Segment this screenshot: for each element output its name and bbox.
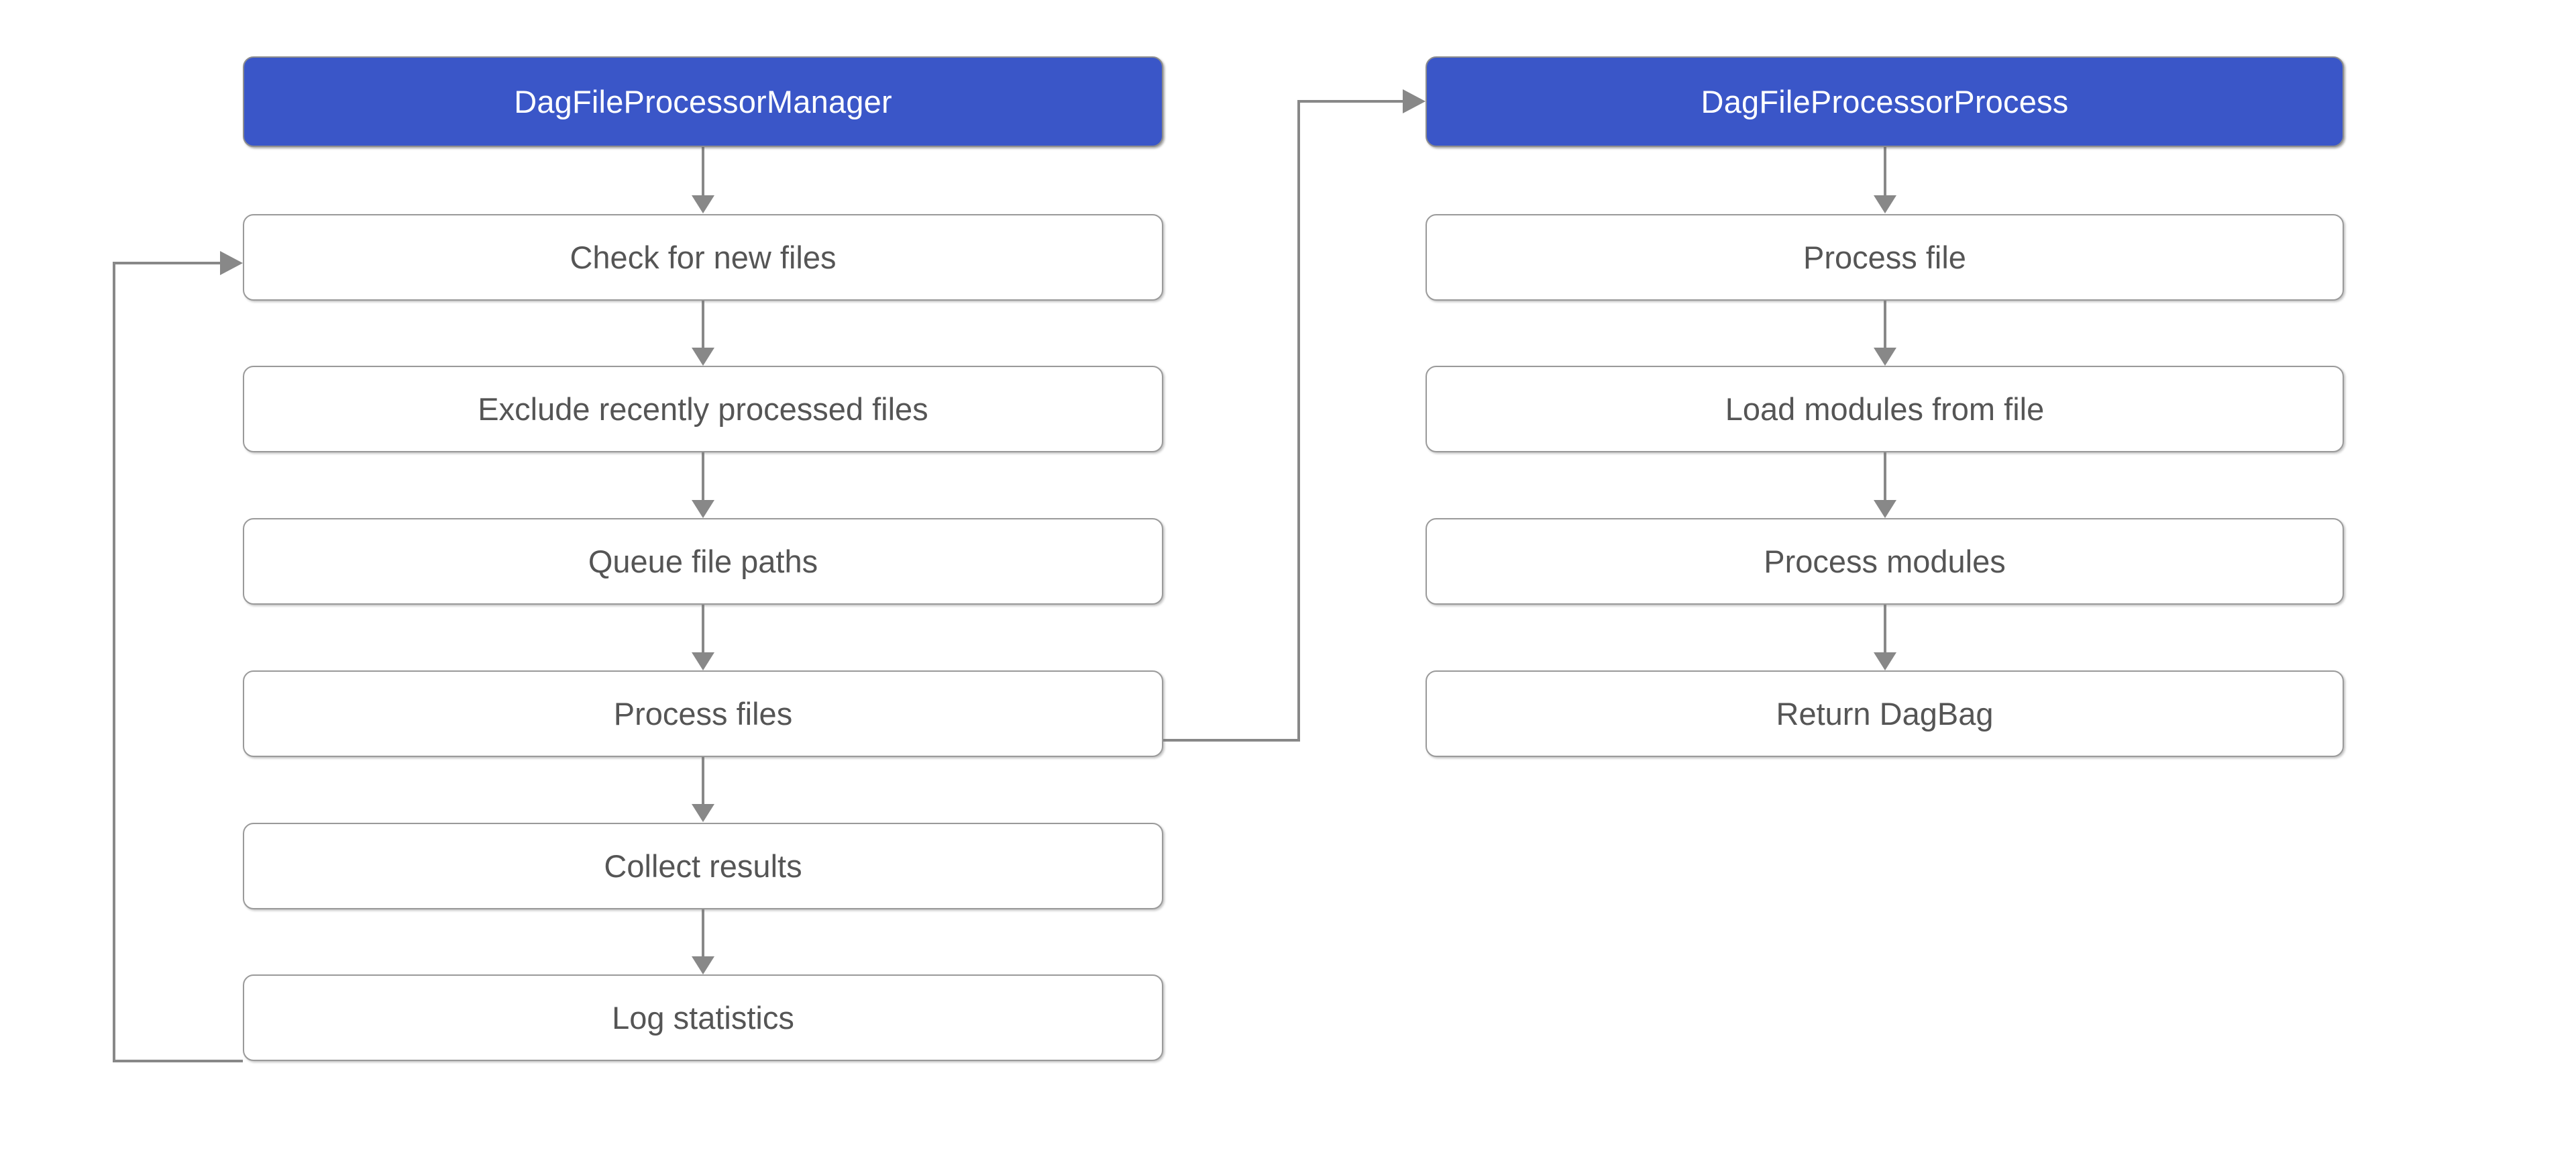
edge-process-header-to-process-file xyxy=(1874,147,1896,213)
node-collect-results[interactable]: Collect results xyxy=(243,823,1163,909)
edge-process-files-to-processor-process xyxy=(1163,89,1426,742)
edge-load-modules-to-process-modules xyxy=(1874,452,1896,518)
edge-process-files-to-collect xyxy=(692,757,714,822)
node-dagfileprocessormanager[interactable]: DagFileProcessorManager xyxy=(243,56,1163,147)
edge-process-file-to-load-modules xyxy=(1874,301,1896,366)
edge-queue-to-process-files xyxy=(692,605,714,670)
edge-check-to-exclude xyxy=(692,301,714,366)
edge-log-loopback-to-check xyxy=(113,251,243,1062)
edge-manager-header-to-check xyxy=(692,147,714,213)
node-label: Collect results xyxy=(604,848,802,884)
node-process-file[interactable]: Process file xyxy=(1426,214,2344,301)
node-label: Process modules xyxy=(1764,543,2006,579)
node-return-dagbag[interactable]: Return DagBag xyxy=(1426,670,2344,757)
node-label: Return DagBag xyxy=(1776,695,1994,732)
node-label: Load modules from file xyxy=(1725,391,2045,427)
node-label: DagFileProcessorProcess xyxy=(1701,83,2069,119)
node-dagfileprocessorprocess[interactable]: DagFileProcessorProcess xyxy=(1426,56,2344,147)
node-check-for-new-files[interactable]: Check for new files xyxy=(243,214,1163,301)
node-queue-file-paths[interactable]: Queue file paths xyxy=(243,518,1163,605)
edge-process-modules-to-return-dagbag xyxy=(1874,605,1896,670)
node-label: Process files xyxy=(613,695,793,732)
node-label: Check for new files xyxy=(570,239,837,275)
node-label: DagFileProcessorManager xyxy=(514,83,892,119)
node-process-modules[interactable]: Process modules xyxy=(1426,518,2344,605)
edge-collect-to-log xyxy=(692,909,714,974)
node-process-files[interactable]: Process files xyxy=(243,670,1163,757)
edge-exclude-to-queue xyxy=(692,452,714,518)
node-label: Log statistics xyxy=(612,999,794,1036)
node-exclude-recently-processed-files[interactable]: Exclude recently processed files xyxy=(243,366,1163,452)
node-label: Queue file paths xyxy=(588,543,818,579)
node-label: Process file xyxy=(1803,239,1966,275)
node-label: Exclude recently processed files xyxy=(478,391,928,427)
node-load-modules-from-file[interactable]: Load modules from file xyxy=(1426,366,2344,452)
node-log-statistics[interactable]: Log statistics xyxy=(243,974,1163,1061)
